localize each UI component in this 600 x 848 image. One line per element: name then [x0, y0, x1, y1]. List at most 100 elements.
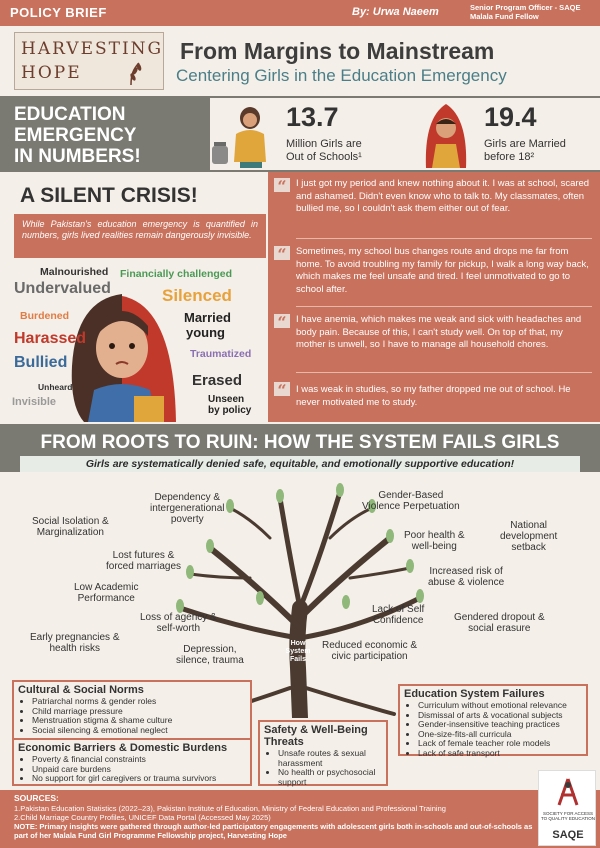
- list-item: Poverty & financial constraints: [32, 754, 250, 765]
- list-item: Unpaid care burdens: [32, 764, 250, 775]
- list-item: Patriarchal norms & gender roles: [32, 696, 250, 707]
- wheat-icon: [130, 62, 142, 86]
- list-item: Unsafe routes & sexual harassment: [278, 748, 386, 768]
- sources-footer: SOURCES: 1.Pakistan Education Statistics…: [0, 790, 600, 848]
- numbers-title-line3: IN NUMBERS!: [14, 146, 141, 167]
- quote-divider: [296, 306, 592, 307]
- list-item: Curriculum without emotional relevance: [418, 700, 586, 711]
- stat-out-of-school-caption: Million Girls are Out of Schools¹: [286, 138, 362, 164]
- quote-icon: “: [274, 382, 290, 400]
- list-item: No health or psychosocial support: [278, 767, 386, 787]
- numbers-panel: 13.7 Million Girls are Out of Schools¹ 1…: [210, 98, 600, 170]
- tree-label-gendered-dropout: Gendered dropout &social erasure: [454, 612, 545, 634]
- stat-child-marriage-caption: Girls are Married before 18²: [484, 138, 566, 164]
- education-failures-title: Education System Failures: [404, 688, 545, 700]
- quote-icon: “: [274, 178, 290, 196]
- education-failures-box: Education System Failures Curriculum wit…: [398, 684, 588, 759]
- word-traumatized: Traumatized: [190, 348, 252, 360]
- word-young: young: [186, 325, 225, 340]
- quote-divider: [296, 372, 592, 373]
- roots-subtitle: Girls are systematically denied safe, eq…: [20, 456, 580, 472]
- tree-label-lost-futures: Lost futures &forced marriages: [106, 550, 182, 572]
- quote-2: Sometimes, my school bus changes route a…: [296, 246, 589, 295]
- list-item: No support for girl caregivers or trauma…: [32, 773, 250, 784]
- tree-label-poor-health: Poor health &well-being: [404, 530, 465, 552]
- list-item: Lack of safe transport: [418, 748, 586, 759]
- numbers-title-line2: EMERGENCY: [14, 125, 137, 146]
- word-silenced: Silenced: [162, 286, 232, 305]
- cultural-norms-box: Cultural & Social Norms Patriarchal norm…: [12, 680, 252, 740]
- young-bride-icon: [425, 104, 467, 168]
- source-1: 1.Pakistan Education Statistics (2022–23…: [14, 804, 446, 813]
- quote-4: I was weak in studies, so my father drop…: [296, 384, 571, 408]
- education-failures-list: Curriculum without emotional relevance D…: [418, 700, 586, 759]
- safety-threats-list: Unsafe routes & sexual harassment No hea…: [278, 748, 386, 787]
- tree-label-reduced-participation: Reduced economic &civic participation: [322, 640, 418, 662]
- page-title: From Margins to Mainstream: [180, 38, 495, 64]
- roots-title: FROM ROOTS TO RUIN: HOW THE SYSTEM FAILS…: [40, 432, 560, 453]
- economic-barriers-title: Economic Barriers & Domestic Burdens: [18, 742, 228, 754]
- word-undervalued: Undervalued: [14, 280, 111, 297]
- saqe-logo: SOCIETY FOR ACCESS TO QUALITY EDUCATION …: [538, 770, 596, 846]
- saqe-small-text: SOCIETY FOR ACCESS TO QUALITY EDUCATION: [541, 811, 596, 821]
- girl-with-bucket-icon: [212, 107, 266, 168]
- stat-out-of-school-caption1: Million Girls are: [286, 138, 362, 150]
- word-malnourished: Malnourished: [40, 266, 109, 278]
- girl-illustration: [71, 294, 176, 422]
- silent-crisis-text: While Pakistan's education emergency is …: [14, 214, 266, 258]
- numbers-title-line1: EDUCATION: [14, 104, 126, 125]
- word-harassed: Harassed: [14, 330, 87, 347]
- quote-1: I just got my period and knew nothing ab…: [296, 178, 590, 214]
- word-married: Married: [184, 310, 231, 325]
- sources-title: SOURCES:: [14, 793, 59, 803]
- stat-out-of-school-caption2: Out of Schools¹: [286, 151, 362, 163]
- source-2: 2.Child Marriage Country Profiles, UNICE…: [14, 813, 271, 822]
- author-role: Senior Program Officer - SAQE Malala Fun…: [470, 3, 580, 21]
- word-bullied: Bullied: [14, 354, 68, 371]
- word-erased: Erased: [192, 372, 243, 389]
- stat-child-marriage-caption2: before 18²: [484, 151, 535, 163]
- policy-brief-label: POLICY BRIEF: [10, 5, 107, 20]
- tree-label-early-pregnancies: Early pregnancies &health risks: [30, 632, 120, 654]
- cultural-norms-list: Patriarchal norms & gender roles Child m…: [32, 696, 250, 735]
- list-item: One-size-fits-all curricula: [418, 729, 586, 740]
- word-invisible: Invisible: [12, 396, 57, 408]
- word-financially-challenged: Financially challenged: [120, 268, 233, 280]
- saqe-name: SAQE: [552, 829, 584, 841]
- silent-crisis-title: A SILENT CRISIS!: [20, 184, 198, 207]
- harvesting-hope-logo: HARVESTING HOPE: [14, 32, 164, 90]
- list-item: Dismissal of arts & vocational subjects: [418, 710, 586, 721]
- tree-label-loss-of-agency: Loss of agency &self-worth: [140, 612, 217, 634]
- list-item: Gender-insensitive teaching practices: [418, 719, 586, 730]
- cultural-norms-title: Cultural & Social Norms: [18, 684, 144, 696]
- tree-label-isolation: Social Isolation &Marginalization: [32, 516, 109, 538]
- logo-line1: HARVESTING: [21, 39, 164, 59]
- economic-barriers-box: Economic Barriers & Domestic Burdens Pov…: [12, 738, 252, 786]
- quote-icon: “: [274, 246, 290, 264]
- stat-child-marriage-caption1: Girls are Married: [484, 138, 566, 150]
- list-item: Menstruation stigma & shame culture: [32, 715, 250, 726]
- trunk-label: How System Fails: [285, 640, 311, 663]
- tree-label-depression: Depression,silence, trauma: [176, 644, 244, 666]
- safety-threats-box: Safety & Well-Being Threats Unsafe route…: [258, 720, 388, 786]
- word-by-policy: by policy: [208, 405, 252, 416]
- economic-barriers-list: Poverty & financial constraints Unpaid c…: [32, 754, 250, 784]
- author-byline: By: Urwa Naeem: [352, 6, 439, 18]
- saqe-emblem-icon: [557, 778, 579, 806]
- safety-threats-title: Safety & Well-Being Threats: [264, 724, 368, 748]
- stat-out-of-school-value: 13.7: [286, 102, 339, 132]
- sources-note: NOTE: Primary insights were gathered thr…: [14, 822, 533, 840]
- page-subtitle: Centering Girls in the Education Emergen…: [176, 66, 507, 85]
- author-role-line2: Malala Fund Fellow: [470, 12, 539, 21]
- list-item: Lack of female teacher role models: [418, 738, 586, 749]
- word-unseen: Unseen: [208, 394, 245, 405]
- stat-child-marriage-value: 19.4: [484, 102, 537, 132]
- quote-divider: [296, 238, 592, 239]
- numbers-title: EDUCATION EMERGENCY IN NUMBERS!: [14, 104, 141, 167]
- word-unheard: Unheard: [38, 382, 73, 392]
